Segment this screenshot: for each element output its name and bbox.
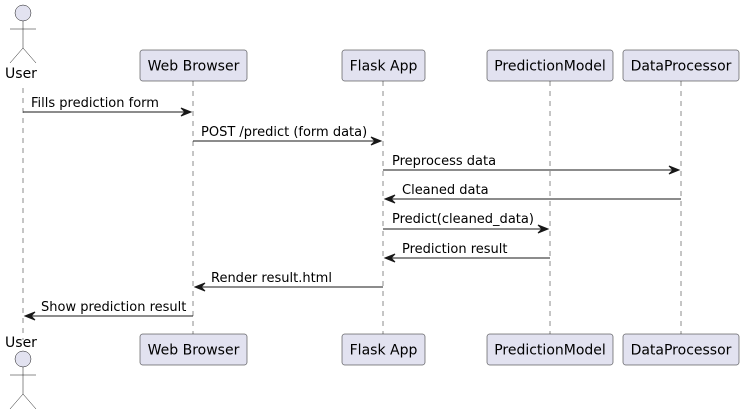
- arrowhead: [537, 224, 550, 234]
- arrowhead: [180, 107, 193, 117]
- message-label: POST /predict (form data): [201, 125, 367, 140]
- participant-flask-app-bottom: Flask App: [341, 333, 426, 366]
- arrowhead: [383, 253, 396, 263]
- actor-label-top: User: [5, 66, 37, 82]
- participant-label: PredictionModel: [494, 59, 606, 75]
- message-label: Show prediction result: [41, 300, 186, 315]
- actor-user-top: User: [5, 4, 37, 82]
- message-label: Prediction result: [402, 242, 508, 257]
- actor-head: [14, 4, 32, 22]
- participant-label: PredictionModel: [494, 343, 606, 359]
- participant-web-browser-top: Web Browser: [139, 49, 248, 82]
- participant-prediction-model-top: PredictionModel: [486, 49, 614, 82]
- participant-prediction-model-bottom: PredictionModel: [486, 333, 614, 366]
- message-label: Predict(cleaned_data): [392, 212, 534, 227]
- arrowhead: [23, 311, 36, 321]
- message-4: Cleaned data: [383, 183, 681, 204]
- actor-user-bottom: User: [5, 335, 37, 410]
- message-1: Fills prediction form: [23, 96, 193, 117]
- arrowhead: [668, 165, 681, 175]
- message-6: Prediction result: [383, 242, 550, 263]
- participant-label: Web Browser: [148, 343, 240, 359]
- arrowhead: [370, 136, 383, 146]
- participant-label: DataProcessor: [631, 343, 732, 359]
- participant-label: Flask App: [350, 59, 418, 75]
- message-7: Render result.html: [193, 271, 383, 292]
- participant-data-processor-top: DataProcessor: [622, 49, 740, 82]
- message-label: Cleaned data: [402, 183, 489, 198]
- message-label: Render result.html: [211, 271, 332, 286]
- arrowhead: [193, 282, 206, 292]
- message-3: Preprocess data: [383, 154, 681, 175]
- participant-data-processor-bottom: DataProcessor: [622, 333, 740, 366]
- message-2: POST /predict (form data): [193, 125, 383, 146]
- participant-web-browser-bottom: Web Browser: [139, 333, 248, 366]
- arrowhead: [383, 194, 396, 204]
- participant-label: DataProcessor: [631, 59, 732, 75]
- message-5: Predict(cleaned_data): [383, 212, 550, 234]
- participant-flask-app-top: Flask App: [341, 49, 426, 82]
- message-8: Show prediction result: [23, 300, 193, 321]
- participant-label: Flask App: [350, 343, 418, 359]
- message-label: Preprocess data: [392, 154, 496, 169]
- message-label: Fills prediction form: [31, 96, 159, 111]
- participant-label: Web Browser: [148, 59, 240, 75]
- actor-label-bottom: User: [5, 335, 37, 351]
- actor-head: [14, 350, 32, 368]
